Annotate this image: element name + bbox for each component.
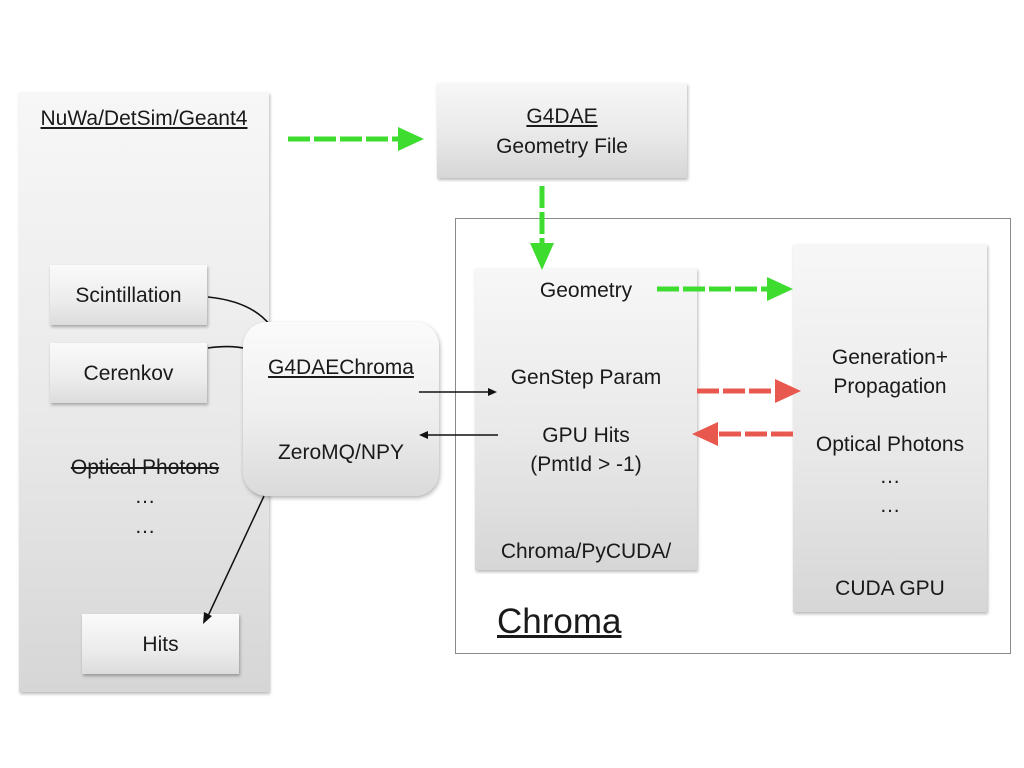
- arrow-gpu-to-hits: [692, 422, 793, 446]
- ellipsis: …: [134, 485, 156, 508]
- scintillation-box: Scintillation: [50, 265, 207, 325]
- g4dae-chroma-box: [243, 322, 439, 496]
- geant4-panel-title: NuWa/DetSim/Geant4: [40, 107, 248, 130]
- arrow-gpuhits-to-zeromq: [419, 431, 498, 439]
- propagation-label: Propagation: [833, 375, 947, 398]
- arrow-geometry-to-gpu: [657, 277, 793, 301]
- g4dae-chroma-title: G4DAEChroma: [268, 356, 414, 379]
- g4dae-file-box: [437, 83, 687, 178]
- chroma-pycuda-panel: [475, 268, 697, 570]
- zeromq-npy-label: ZeroMQ/NPY: [277, 441, 405, 464]
- g4dae-file-title: G4DAE: [526, 105, 598, 128]
- arrow-genstep-to-gpu: [697, 379, 801, 403]
- ellipsis: …: [879, 465, 901, 488]
- geometry-label: Geometry: [539, 279, 633, 302]
- optical-photons-label: Optical Photons: [70, 456, 220, 479]
- arrow-g4dae-to-geometry: [530, 186, 554, 270]
- chroma-pycuda-footer: Chroma/PyCUDA/: [500, 540, 672, 563]
- gpu-hits-label: GPU Hits: [542, 424, 630, 447]
- cuda-gpu-panel: [793, 244, 987, 612]
- hits-label: Hits: [142, 632, 179, 656]
- cerenkov-label: Cerenkov: [83, 361, 174, 385]
- genstep-param-label: GenStep Param: [510, 366, 662, 389]
- arrow-g4daechroma-to-genstep: [419, 388, 497, 396]
- arrow-g4daechroma-to-hits: [203, 495, 265, 624]
- chroma-frame: [455, 218, 1011, 654]
- gpu-optical-photons-label: Optical Photons: [815, 433, 965, 456]
- generation-label: Generation+: [831, 346, 949, 369]
- chroma-title: Chroma: [497, 602, 622, 641]
- scintillation-label: Scintillation: [75, 283, 182, 307]
- pmtid-condition-label: (PmtId > -1): [530, 453, 642, 476]
- hits-box: Hits: [82, 614, 239, 674]
- arrow-nuwa-to-g4dae: [288, 127, 424, 151]
- scintillation-connector: [207, 296, 271, 326]
- cerenkov-box: Cerenkov: [50, 343, 207, 403]
- g4dae-file-subtitle: Geometry File: [496, 135, 628, 158]
- ellipsis: …: [879, 494, 901, 517]
- ellipsis: …: [134, 515, 156, 538]
- cuda-gpu-footer: CUDA GPU: [835, 577, 945, 600]
